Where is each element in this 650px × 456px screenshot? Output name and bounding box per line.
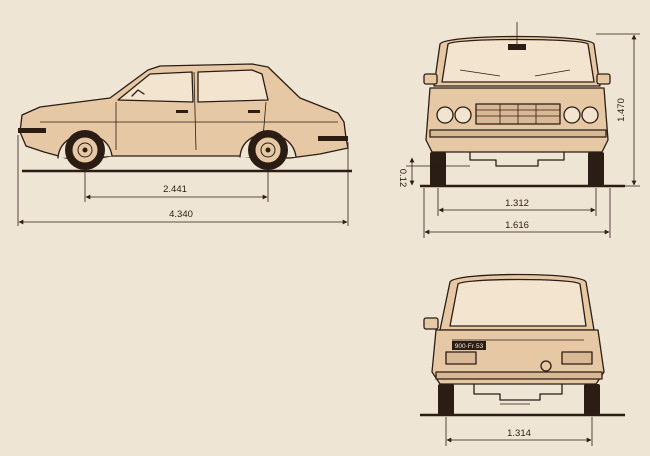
rear-view: 900·Fr·53 1.314 — [420, 273, 625, 446]
front-track-label: 1.312 — [505, 198, 529, 209]
rear-track-dimension: 1.314 — [445, 417, 593, 446]
rear-left-mirror — [423, 317, 439, 330]
front-right-tyre — [588, 152, 604, 186]
front-wheel — [65, 130, 105, 170]
taillight-left — [445, 351, 477, 365]
taillight-right — [561, 351, 593, 365]
license-plate-text: 900·Fr·53 — [455, 343, 484, 350]
headlight-right-inner — [563, 106, 581, 124]
headlight-right-outer — [581, 106, 599, 124]
headlight-left-inner — [454, 106, 472, 124]
windshield — [441, 38, 595, 83]
front-left-tyre — [430, 152, 446, 186]
overall-width-dimension: 1.616 — [423, 188, 611, 238]
front-bumper-front — [429, 129, 607, 138]
fuel-cap — [540, 360, 552, 372]
rear-view-mirror — [508, 44, 526, 50]
overall-width-label: 1.616 — [505, 220, 529, 231]
front-bumper — [18, 128, 46, 133]
wheelbase-dimension: 2.441 — [84, 172, 269, 202]
front-undercarriage — [469, 151, 565, 167]
rear-door-handle — [248, 110, 260, 113]
front-side-window — [117, 71, 194, 103]
ground-clearance-dimension: 0.12 — [397, 157, 470, 188]
headlight-left-outer — [436, 106, 454, 124]
side-mirror — [131, 89, 145, 97]
wheelbase-label: 2.441 — [163, 184, 187, 195]
wiper-left — [459, 69, 501, 77]
overall-length-label: 4.340 — [169, 209, 193, 220]
rear-wheel — [248, 130, 288, 170]
rear-window — [449, 278, 587, 327]
front-track-dimension: 1.312 — [437, 188, 597, 216]
ground-clearance-label: 0.12 — [397, 169, 408, 188]
license-plate — [452, 341, 486, 350]
rear-left-tyre — [438, 384, 454, 415]
height-label: 1.470 — [616, 98, 627, 122]
overall-length-dimension: 4.340 — [17, 135, 349, 226]
wiper-right — [534, 69, 571, 77]
rear-side-window — [197, 69, 269, 103]
side-view: 2.441 4.340 — [17, 63, 352, 226]
rear-right-tyre — [584, 384, 600, 415]
front-left-mirror — [423, 73, 438, 85]
height-dimension: 1.470 — [596, 33, 640, 187]
rear-track-label: 1.314 — [507, 428, 531, 439]
rear-bumper — [318, 136, 348, 141]
rear-bumper-rear — [435, 371, 603, 380]
rear-undercarriage — [473, 383, 563, 401]
front-door-handle — [176, 110, 188, 113]
front-right-mirror — [596, 73, 611, 85]
front-view: 1.470 0.12 1.312 1.616 — [397, 22, 640, 238]
